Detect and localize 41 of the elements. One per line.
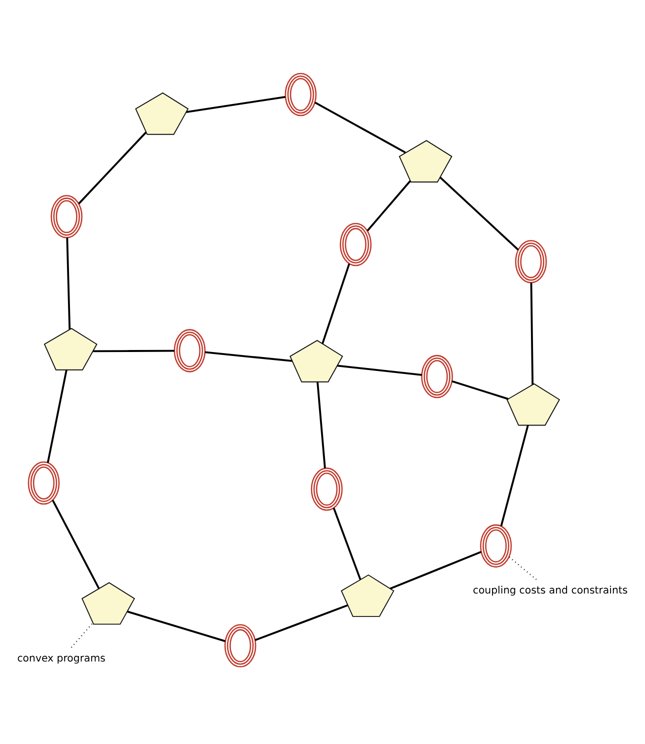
- node-polygon: [506, 383, 560, 426]
- node-ellipse: [480, 524, 512, 568]
- connector: [530, 282, 534, 385]
- node-ellipse: [28, 461, 60, 505]
- connector: [440, 176, 519, 251]
- connector: [254, 604, 348, 642]
- node-text: coupling costs and constraints: [472, 586, 628, 597]
- node-polygon: [340, 574, 394, 617]
- connector: [316, 382, 326, 468]
- node-ellipse: [174, 329, 206, 372]
- connector: [78, 132, 147, 204]
- node-polygon: [135, 92, 189, 135]
- connector: [66, 238, 71, 330]
- connector: [508, 556, 537, 580]
- connector: [337, 364, 422, 376]
- connector: [452, 380, 508, 400]
- node-polygon: [44, 328, 98, 370]
- connector: [366, 180, 411, 232]
- connector: [186, 96, 286, 113]
- connector: [332, 508, 362, 580]
- node-polygon: [81, 582, 136, 625]
- connector: [204, 351, 292, 362]
- connector: [322, 263, 350, 344]
- connector: [314, 102, 406, 154]
- node-ellipse: [284, 72, 317, 116]
- node-ellipse: [50, 195, 82, 238]
- connector: [127, 610, 226, 642]
- connector: [70, 622, 94, 648]
- connector: [93, 350, 174, 352]
- node-ellipse: [310, 468, 343, 511]
- connector: [390, 551, 482, 590]
- connector: [52, 500, 100, 590]
- node-ellipse: [515, 240, 547, 284]
- connector: [46, 370, 68, 463]
- node-polygon: [398, 140, 452, 182]
- connector: [500, 425, 529, 526]
- node-ellipse: [340, 222, 372, 266]
- node-ellipse: [421, 354, 453, 398]
- node-text: convex programs: [17, 653, 106, 664]
- node-polygon: [290, 340, 344, 382]
- node-ellipse: [224, 624, 256, 668]
